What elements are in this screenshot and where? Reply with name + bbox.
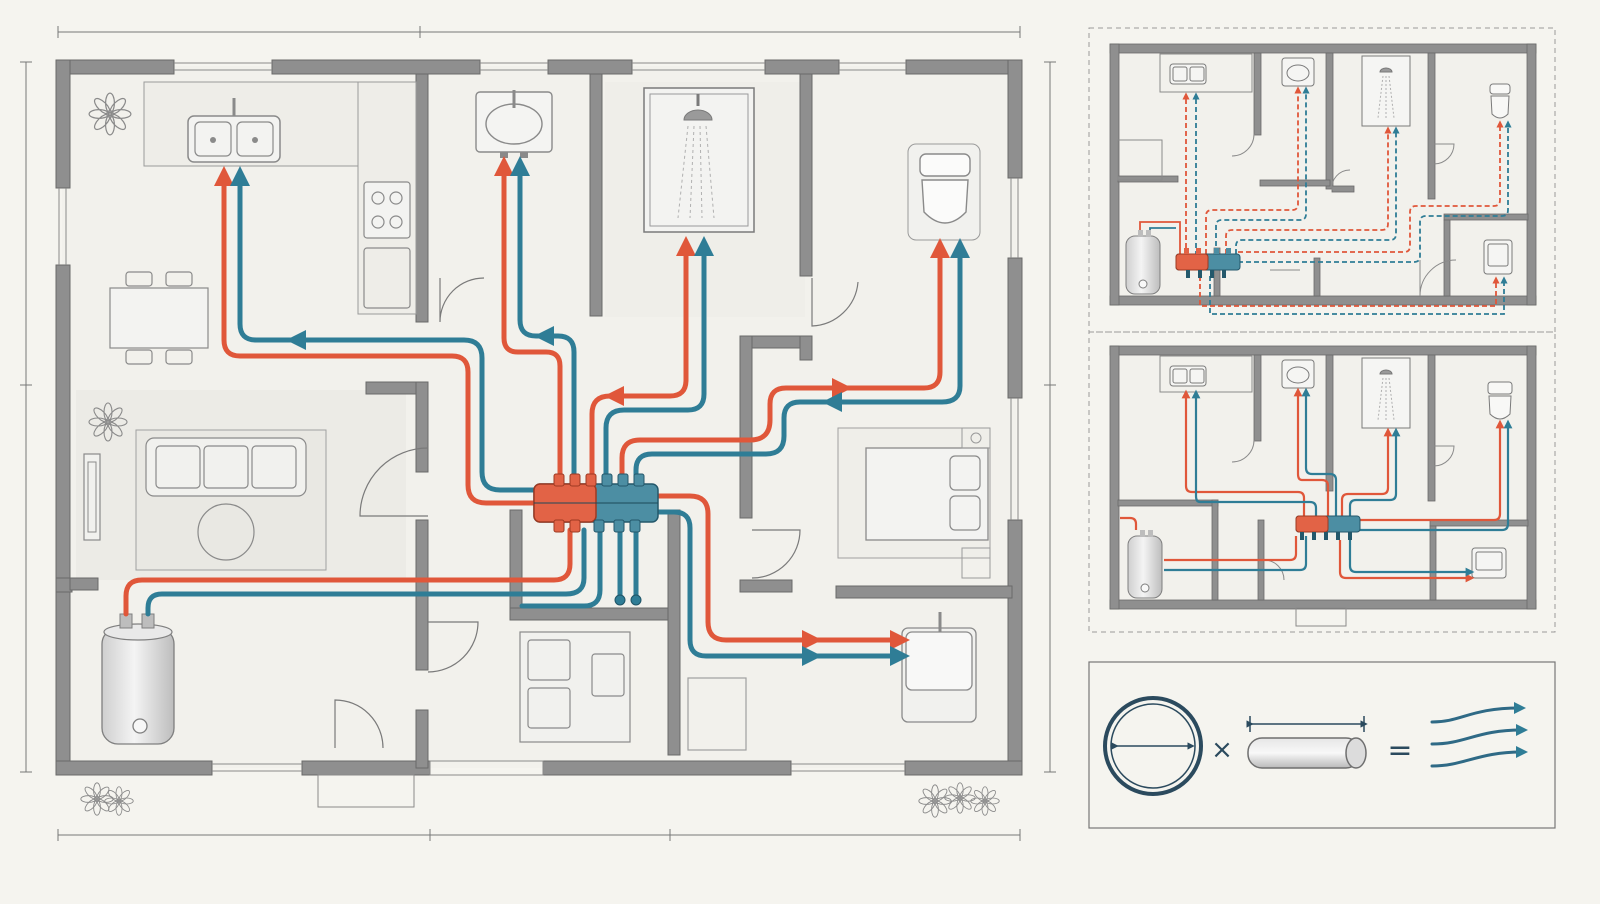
sink-icon <box>1169 63 1207 85</box>
sink-icon <box>475 90 553 158</box>
windows <box>58 62 1019 772</box>
plant-icon <box>970 786 1000 816</box>
pipe-segment-icon <box>1246 716 1368 769</box>
plant-icon <box>918 784 952 818</box>
bed-icon <box>837 427 991 579</box>
kitchen <box>143 81 417 315</box>
mini-plan-top <box>1109 43 1537 315</box>
variant-panel-middle <box>1088 331 1556 633</box>
sink-icon <box>1471 547 1507 579</box>
sink-icon <box>1169 365 1207 387</box>
hot-pipe-heater <box>123 527 573 617</box>
manifold-icon <box>1175 248 1241 278</box>
water-heater-icon <box>1127 530 1163 599</box>
plant-icon <box>104 786 134 816</box>
plant-icon <box>944 782 976 814</box>
shower-icon <box>643 87 755 233</box>
living-room <box>83 429 327 571</box>
hot-pipe-utility <box>651 493 910 650</box>
mini-plan-middle <box>1109 345 1537 627</box>
pipe-diameter-icon <box>1103 696 1203 796</box>
toilet-icon <box>1489 83 1511 119</box>
multiply-sign: × <box>1211 735 1233 765</box>
hot-pipe-shower <box>589 236 696 483</box>
sink-icon <box>187 98 281 163</box>
cold-pipe-heater <box>145 527 587 617</box>
shower-icon <box>1361 55 1411 127</box>
sofa-icon <box>145 437 307 497</box>
laundry-units <box>519 631 747 751</box>
main-floor-plan <box>55 59 1023 818</box>
toilet-icon <box>907 143 981 241</box>
hot-pipe-bath-sink <box>494 156 563 483</box>
mini-pipes-middle <box>1120 387 1513 583</box>
toilet-icon <box>1487 381 1513 420</box>
entrance-step <box>317 774 415 808</box>
cold-pipe-laundry-a <box>519 527 603 609</box>
hot-pipe-toilet <box>619 238 950 483</box>
cold-pipe-kitchen <box>230 166 543 493</box>
sink-icon <box>1281 359 1315 389</box>
laundry-valves <box>614 594 642 606</box>
coffee-table-icon <box>197 503 255 561</box>
flow-arrows-icon <box>1430 702 1528 768</box>
main-pipes <box>123 156 970 666</box>
flow-formula: × = <box>1103 696 1528 796</box>
interior-walls <box>55 73 1013 769</box>
entrance-threshold <box>429 760 544 776</box>
cold-pipe-toilet <box>633 238 970 483</box>
door-swings <box>334 277 859 749</box>
dining-table-icon <box>109 271 209 365</box>
sink-icon <box>1483 239 1513 275</box>
water-heater-icon <box>101 613 175 745</box>
mini-pipes-top <box>1182 86 1512 315</box>
sink-icon <box>1281 57 1315 87</box>
water-heater-icon <box>1125 230 1161 295</box>
manifold-icon <box>533 473 659 533</box>
shower-icon <box>1361 357 1411 429</box>
oven-icon <box>363 247 411 309</box>
outer-walls <box>55 59 1023 776</box>
sink-icon <box>901 612 977 723</box>
hot-pipe-kitchen <box>214 166 543 506</box>
tv-console-icon <box>83 453 101 541</box>
variant-panel-top <box>1088 27 1556 333</box>
dimension-lines <box>20 26 1056 841</box>
manifold-icon <box>1295 515 1361 540</box>
cold-pipe-shower <box>603 236 714 483</box>
stove-icon <box>363 181 411 239</box>
cold-pipe-utility <box>651 509 910 666</box>
equals-sign: = <box>1387 733 1412 768</box>
